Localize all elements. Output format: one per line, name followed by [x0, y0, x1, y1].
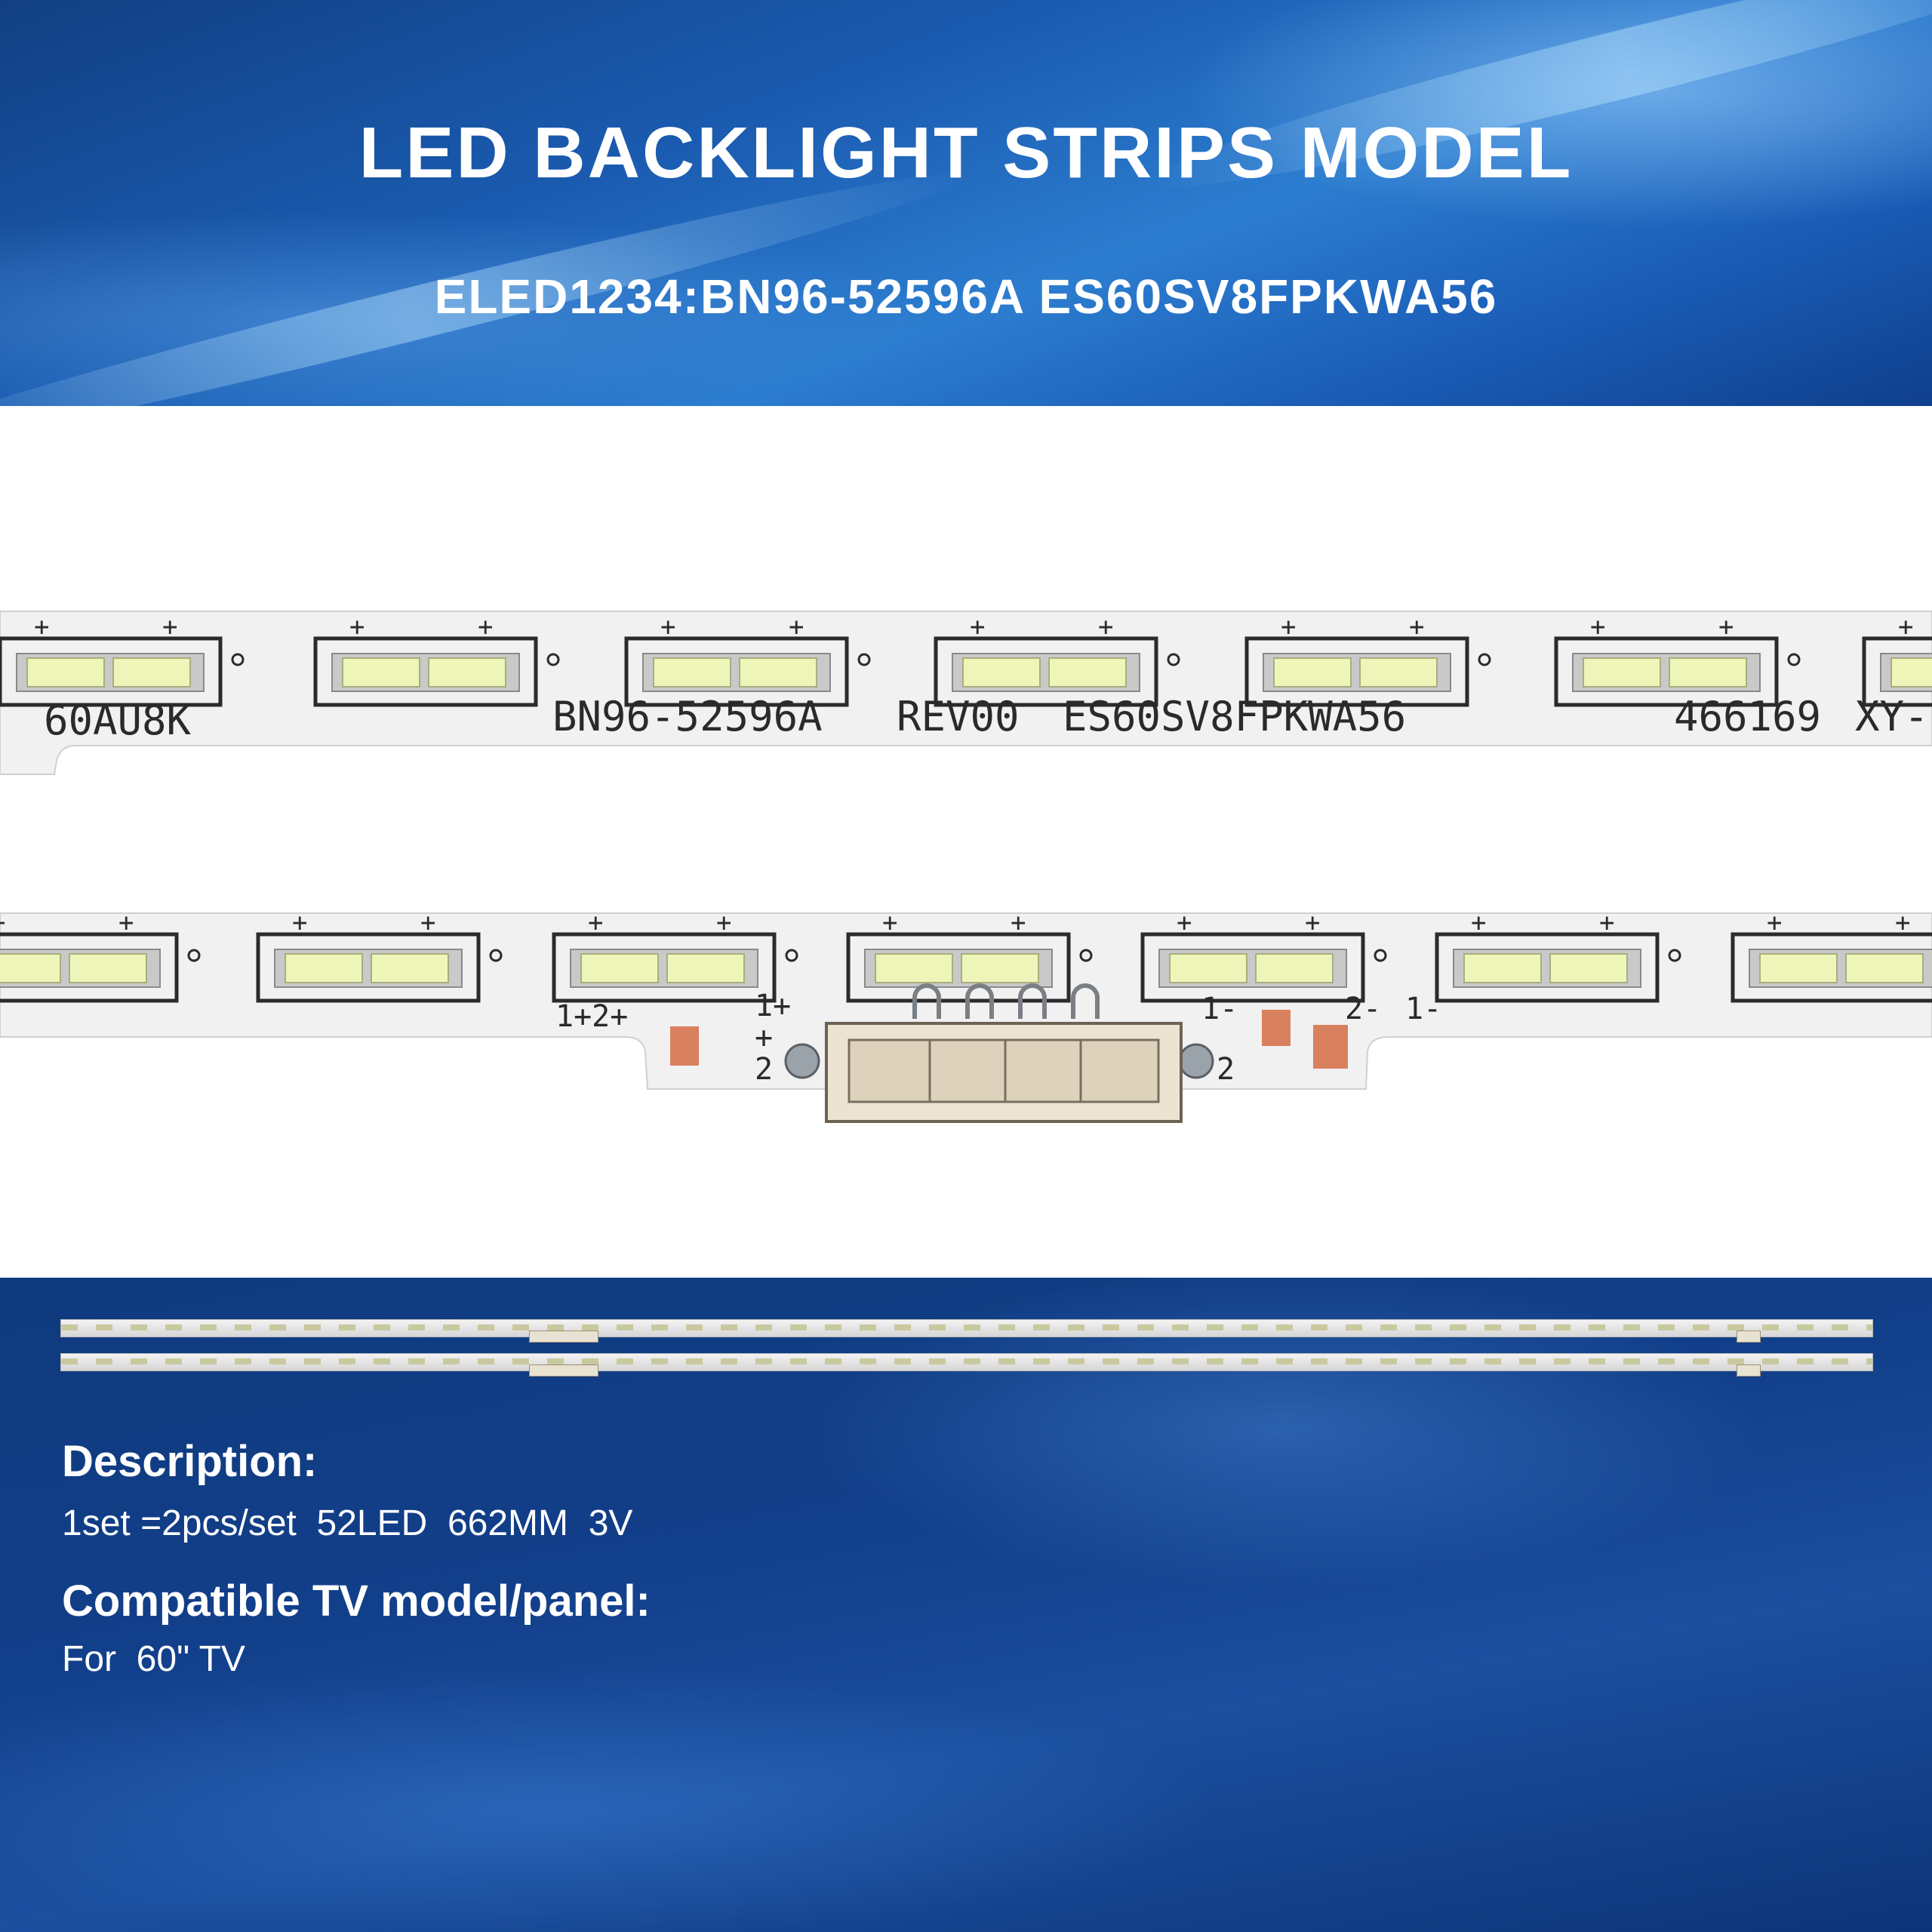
svg-text:+: +: [0, 908, 5, 938]
led-chip: ++: [1862, 612, 1932, 707]
strip-label-number: 466169: [1674, 693, 1821, 740]
copper-pad: [1262, 1010, 1291, 1046]
svg-text:+: +: [1895, 908, 1910, 938]
pad-label: 2: [755, 1052, 773, 1087]
footer-panel: Description: 1set =2pcs/set 52LED 662MM …: [0, 1278, 1932, 1932]
strip-thumbnail-connector: [529, 1331, 598, 1343]
pad-label: 1-: [1201, 992, 1238, 1026]
svg-text:+: +: [292, 908, 307, 938]
copper-pad: [670, 1026, 699, 1066]
strip-label-code: ES60SV8FPKWA56: [1063, 693, 1406, 740]
svg-text:+: +: [882, 908, 897, 938]
header-banner: LED BACKLIGHT STRIPS MODEL ELED1234:BN96…: [0, 0, 1932, 476]
led-chip: ++: [0, 612, 245, 707]
strip-thumbnail-connector: [1737, 1364, 1761, 1377]
svg-text:+: +: [118, 908, 134, 938]
svg-text:+: +: [970, 612, 985, 642]
led-chip: ++: [1244, 612, 1491, 707]
svg-text:+: +: [1409, 612, 1424, 642]
svg-text:+: +: [716, 908, 731, 938]
led-strip-closeup: ++++++++++++++ 60AU8K BN96-52596A REV00 …: [0, 611, 1932, 1123]
svg-text:+: +: [420, 908, 435, 938]
led-chip: ++: [1140, 908, 1387, 1003]
strip-label-model: 60AU8K: [44, 697, 192, 744]
led-chip: ++: [313, 612, 560, 707]
svg-text:+: +: [34, 612, 49, 642]
led-strip-top: ++++++++++++++ 60AU8K BN96-52596A REV00 …: [0, 611, 1932, 775]
pad-label: 2-: [1345, 992, 1381, 1026]
product-photo: ++++++++++++++ 60AU8K BN96-52596A REV00 …: [0, 406, 1932, 1278]
led-chip: ++: [1730, 908, 1932, 1003]
svg-text:+: +: [1599, 908, 1614, 938]
led-chip: ++: [256, 908, 503, 1003]
svg-text:+: +: [1281, 612, 1296, 642]
pad-label: 2: [1217, 1052, 1235, 1087]
description-text: 1set =2pcs/set 52LED 662MM 3V: [62, 1503, 633, 1543]
copper-pad: [1313, 1025, 1348, 1069]
pad-label: 1+: [755, 989, 791, 1023]
svg-text:+: +: [1177, 908, 1192, 938]
svg-text:+: +: [1718, 612, 1734, 642]
svg-text:+: +: [1011, 908, 1026, 938]
strip-label-part: BN96-52596A: [552, 693, 823, 740]
strip-label-suffix: XY-: [1855, 693, 1929, 740]
pad-label: +: [755, 1020, 773, 1055]
svg-text:+: +: [789, 612, 804, 642]
svg-text:+: +: [1590, 612, 1605, 642]
led-chip: ++: [0, 908, 201, 1003]
svg-text:+: +: [1098, 612, 1113, 642]
compatibility-heading: Compatible TV model/panel:: [62, 1577, 651, 1626]
strip-label-rev: REV00: [897, 693, 1020, 740]
pad-label: 1+2+: [555, 999, 628, 1034]
svg-text:+: +: [478, 612, 493, 642]
strip-thumbnail: [60, 1353, 1873, 1377]
svg-text:+: +: [588, 908, 603, 938]
svg-text:+: +: [1898, 612, 1913, 642]
led-chip: ++: [624, 612, 871, 707]
svg-text:+: +: [1471, 908, 1486, 938]
strip-thumbnail-connector: [529, 1364, 598, 1377]
led-chip: ++: [846, 908, 1093, 1003]
led-chip: ++: [1554, 612, 1801, 707]
strip-connector: [784, 983, 1214, 1123]
description-heading: Description:: [62, 1437, 318, 1486]
svg-text:+: +: [1767, 908, 1782, 938]
svg-text:+: +: [660, 612, 675, 642]
strip-thumbnail-leds: [61, 1324, 1872, 1331]
led-chip: ++: [934, 612, 1180, 707]
svg-text:+: +: [1305, 908, 1320, 938]
svg-text:+: +: [162, 612, 177, 642]
led-strip-bottom: ++++++++++++++ 1+2+ 1+ + 2 1- 2- 1- 2: [0, 908, 1932, 1123]
led-chip: ++: [1435, 908, 1681, 1003]
model-subtitle: ELED1234:BN96-52596A ES60SV8FPKWA56: [434, 269, 1498, 324]
strip-thumbnail-connector: [1737, 1331, 1761, 1343]
compatibility-text: For 60" TV: [62, 1639, 245, 1679]
strip-thumbnail-leds: [61, 1358, 1872, 1364]
svg-text:+: +: [349, 612, 365, 642]
strip-thumbnail: [60, 1319, 1873, 1343]
led-chip: ++: [552, 908, 798, 1003]
page-title: LED BACKLIGHT STRIPS MODEL: [358, 112, 1574, 193]
pad-label: 1-: [1405, 992, 1441, 1026]
